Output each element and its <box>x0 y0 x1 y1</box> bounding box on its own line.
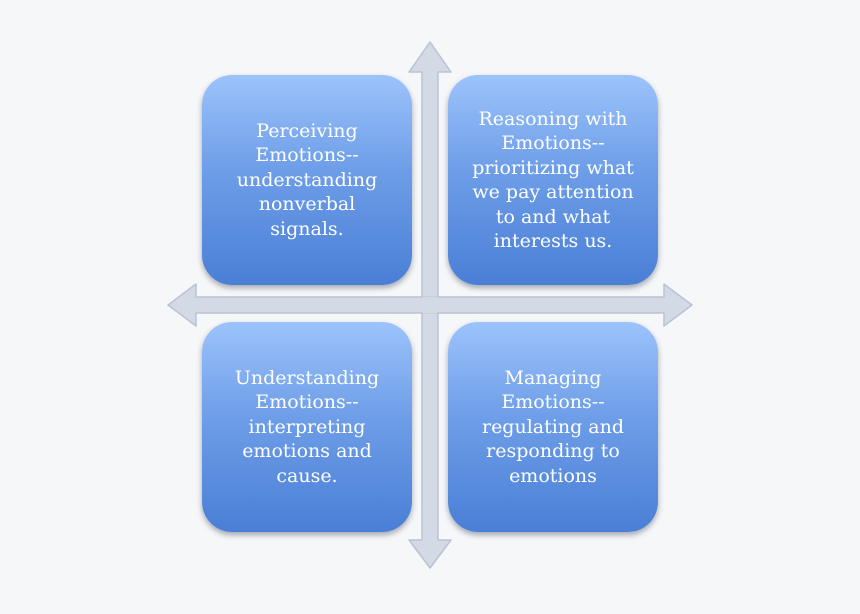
quadrant-text: Reasoning with Emotions-- prioritizing w… <box>472 107 634 253</box>
quadrant-understanding-emotions: Understanding Emotions-- interpreting em… <box>202 322 412 532</box>
quadrant-text: Managing Emotions-- regulating and respo… <box>481 366 624 487</box>
quadrant-text: Understanding Emotions-- interpreting em… <box>234 366 380 487</box>
quadrant-text: Perceiving Emotions-- understanding nonv… <box>236 119 378 240</box>
vertical-shaft-overlay <box>422 296 438 314</box>
quadrant-reasoning-with-emotions: Reasoning with Emotions-- prioritizing w… <box>448 75 658 285</box>
quadrant-managing-emotions: Managing Emotions-- regulating and respo… <box>448 322 658 532</box>
quadrant-perceiving-emotions: Perceiving Emotions-- understanding nonv… <box>202 75 412 285</box>
